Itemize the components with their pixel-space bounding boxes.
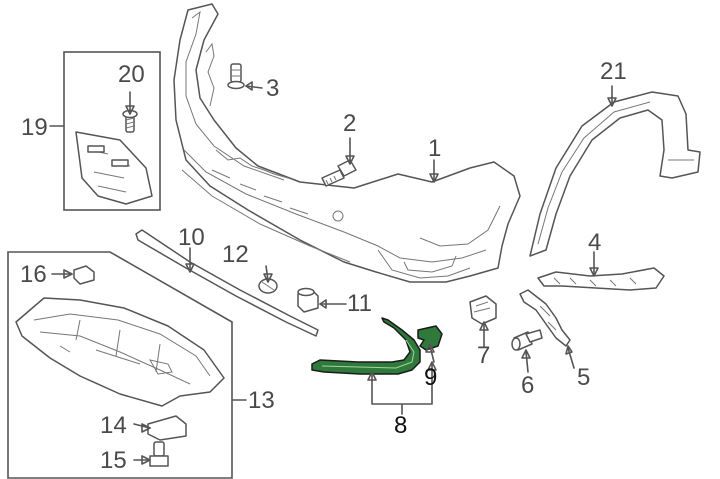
callout-16: 16	[20, 261, 47, 288]
fender-liner-part-21	[529, 91, 701, 257]
bracket-part-5	[519, 289, 571, 347]
callout-10: 10	[178, 224, 205, 251]
bolt-part-2	[321, 159, 357, 187]
callout-11: 11	[347, 290, 372, 317]
callout-5: 5	[577, 364, 591, 391]
retainer-part-11	[297, 287, 319, 313]
callout-12: 12	[222, 241, 249, 268]
clip-part-9	[417, 325, 443, 351]
callout-14: 14	[100, 412, 127, 439]
callout-20: 20	[118, 61, 145, 88]
callout-21: 21	[600, 58, 627, 85]
leader-lines	[49, 81, 617, 465]
callout-19: 19	[21, 114, 48, 141]
push-clip-part-3	[227, 63, 245, 90]
clip-nut-part-7	[469, 295, 497, 325]
lower-trim-part-8	[311, 317, 421, 375]
callout-2: 2	[343, 110, 357, 137]
callout-13: 13	[248, 387, 275, 414]
callout-8: 8	[394, 412, 408, 439]
callout-7: 7	[477, 342, 491, 369]
callout-9: 9	[424, 364, 438, 391]
callout-1: 1	[428, 135, 442, 162]
license-bracket-group-19	[63, 51, 161, 211]
trim-strip-part-10	[135, 229, 319, 337]
callout-6: 6	[521, 372, 535, 399]
bumper-cover-part	[173, 3, 521, 283]
side-bracket-part-4	[537, 267, 665, 291]
under-cover-group-13	[7, 251, 233, 479]
bolt-part-6	[511, 329, 543, 351]
callout-3: 3	[266, 75, 280, 102]
callout-4: 4	[588, 229, 602, 256]
callout-15: 15	[100, 447, 127, 474]
